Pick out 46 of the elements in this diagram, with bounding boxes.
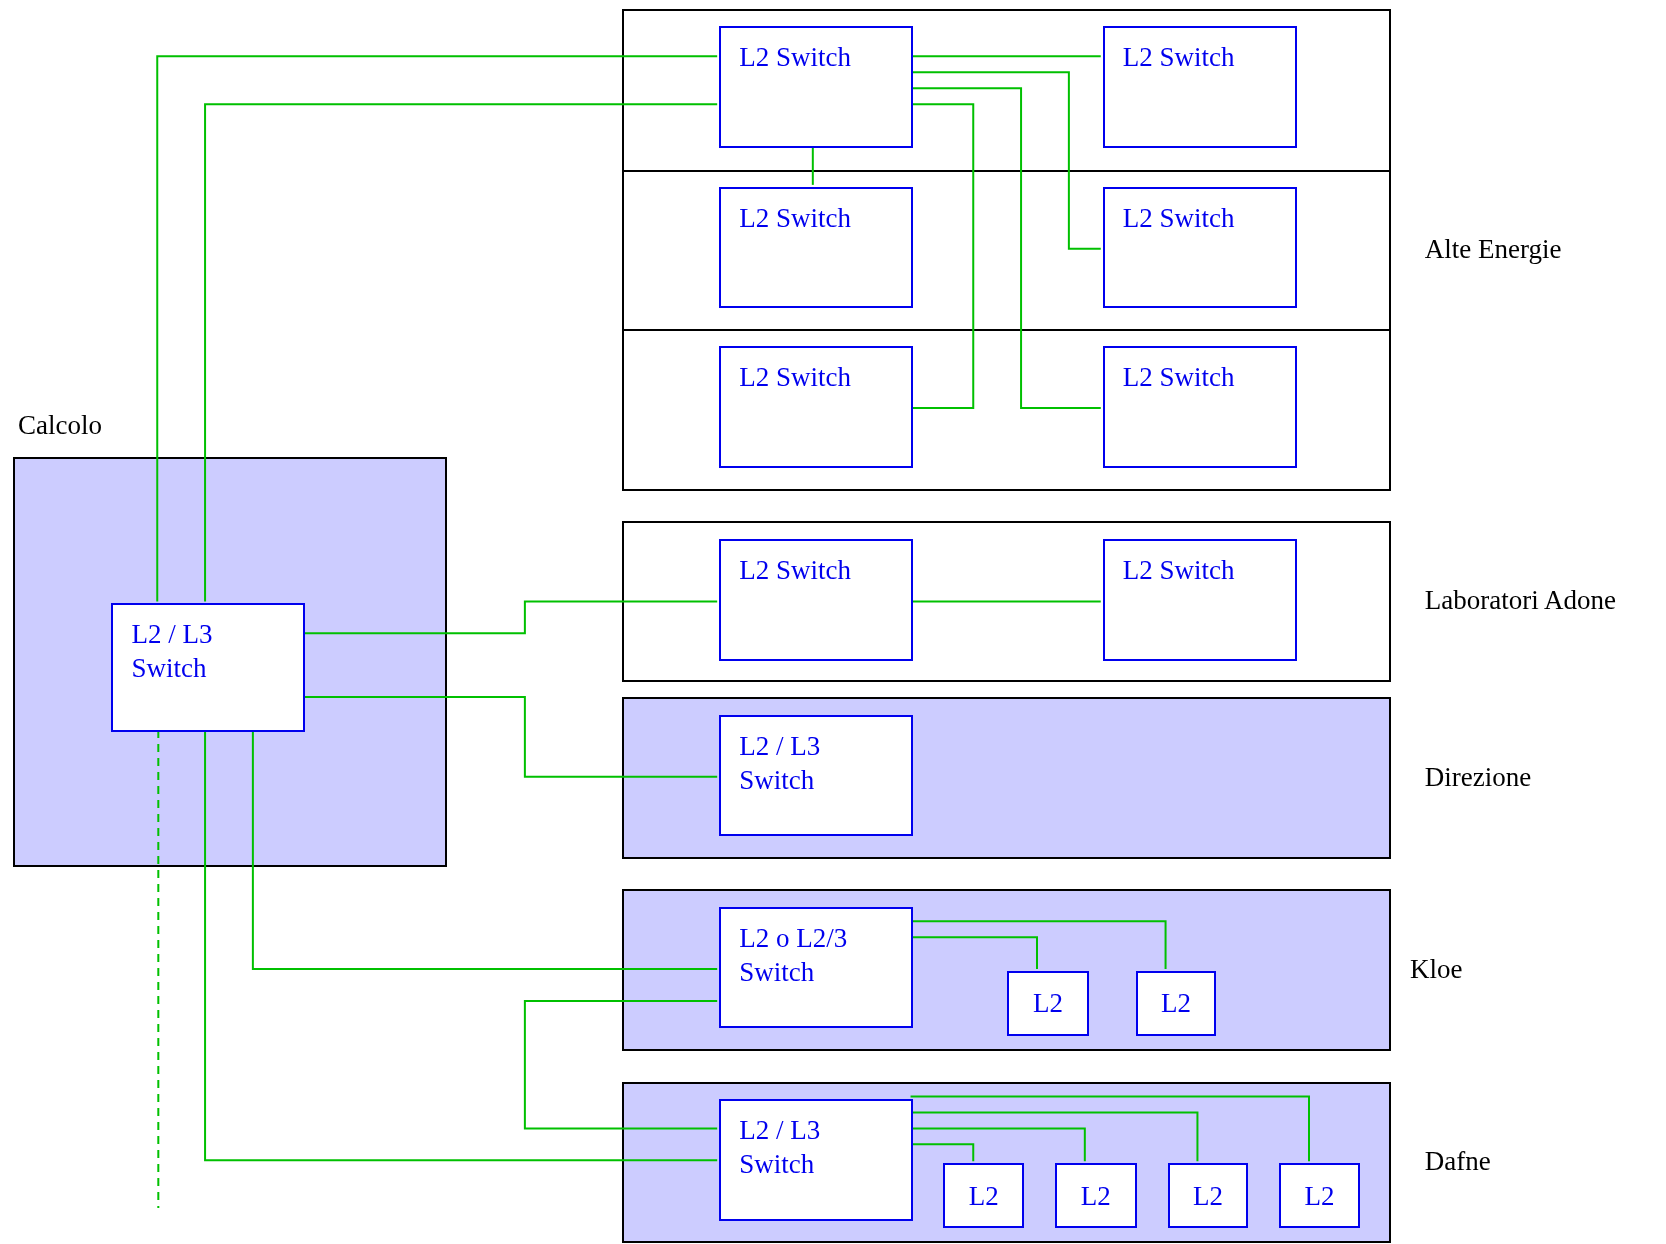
area-label: Alte Energie [1424,235,1562,263]
switch-label: L2 [1192,1179,1223,1213]
small-switch-box [943,1163,1025,1229]
small-switch-box [1135,971,1217,1036]
link-line [523,999,719,1130]
switch-box [719,1098,913,1221]
switch-label: L2 Switch [1122,201,1236,235]
link-line [909,1095,1310,1163]
switch-label: L2 Switch [739,553,852,587]
small-switch-box [1167,1163,1249,1229]
area-label: Calcolo [17,412,102,440]
area-label: Kloe [1409,956,1463,984]
switch-label: L2 Switch [1122,553,1236,587]
small-switch-box [1007,971,1089,1036]
switch-box [719,26,913,148]
switch-box [719,186,913,308]
switch-label: L2 o L2/3 Switch [739,922,849,990]
switch-box [719,907,913,1029]
area-label: Dafne [1424,1148,1491,1176]
link-line [204,103,719,603]
switch-label: L2 [1161,987,1192,1021]
area-label: Laboratori Adone [1424,587,1616,615]
switch-label: L2 [1080,1179,1111,1213]
switch-box [1102,26,1298,148]
switch-label: L2 / L3 Switch [131,618,214,686]
switch-label: L2 [1033,987,1064,1021]
switch-box [1102,538,1298,661]
switch-box [111,603,305,732]
small-switch-box [1054,1163,1137,1229]
switch-label: L2 Switch [739,41,852,75]
area-label: Direzione [1424,763,1532,791]
switch-box [719,538,913,661]
switch-label: L2 / L3 Switch [739,729,822,797]
switch-box [719,714,913,837]
switch-label: L2 / L3 Switch [739,1113,822,1181]
switch-label: L2 Switch [1122,41,1236,75]
switch-label: L2 Switch [739,361,852,395]
switch-label: L2 [1304,1179,1335,1213]
switch-label: L2 [968,1179,999,1213]
switch-label: L2 Switch [1122,361,1236,395]
switch-label: L2 Switch [739,201,852,235]
switch-box [719,346,913,469]
switch-box [1102,346,1298,469]
small-switch-box [1279,1163,1360,1229]
switch-box [1102,186,1298,308]
link-line [156,55,719,603]
